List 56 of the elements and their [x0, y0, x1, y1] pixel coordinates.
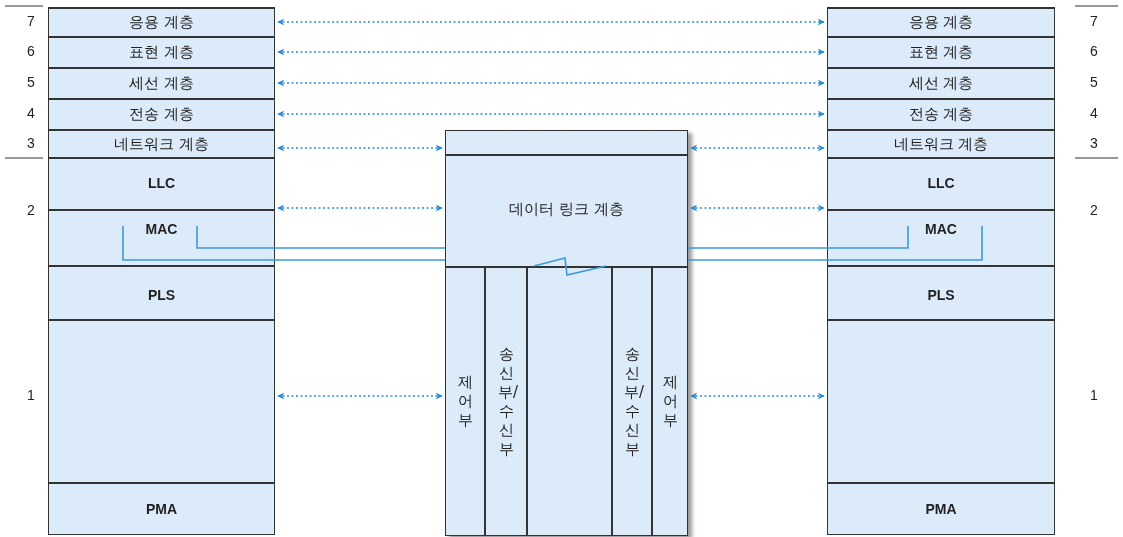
double-arrow: [277, 48, 825, 56]
layer-number: 7: [27, 13, 35, 29]
layer-cell: 표현 계층: [48, 37, 275, 68]
empty-cell: [827, 320, 1055, 483]
layer-cell: PMA: [827, 483, 1055, 535]
double-arrow: [277, 144, 443, 152]
double-arrow: [277, 392, 443, 400]
layer-cell: 데이터 링크 계층: [445, 155, 688, 267]
empty-cell: [48, 320, 275, 483]
connection-line: [196, 225, 446, 249]
layer-number: 1: [1090, 387, 1098, 403]
layer-number: 4: [27, 105, 35, 121]
layer-cell: 응용 계층: [827, 7, 1055, 37]
layer-number: 6: [1090, 43, 1098, 59]
layer-cell: PMA: [48, 483, 275, 535]
layer-number: 6: [27, 43, 35, 59]
layer-number: 7: [1090, 13, 1098, 29]
layer-cell: MAC: [48, 210, 275, 266]
double-arrow: [690, 392, 825, 400]
double-arrow: [277, 204, 443, 212]
layer-cell: 표현 계층: [827, 37, 1055, 68]
connection-line: [122, 225, 446, 261]
device-box: [445, 130, 688, 536]
layer-number: 2: [1090, 202, 1098, 218]
layer-cell: MAC: [827, 210, 1055, 266]
layer-number: 2: [27, 202, 35, 218]
layer-cell: LLC: [48, 158, 275, 210]
empty-cell: [527, 267, 612, 536]
layer-cell: 세선 계층: [48, 68, 275, 99]
double-arrow: [277, 18, 825, 26]
empty-cell: [445, 130, 688, 155]
layer-number: 5: [1090, 74, 1098, 90]
layer-number: 5: [27, 74, 35, 90]
layer-cell: 전송 계층: [48, 99, 275, 130]
layer-number: 1: [27, 387, 35, 403]
sublayer-column: 송신부/수신부: [612, 267, 652, 536]
sublayer-column: 제어부: [445, 267, 485, 536]
double-arrow: [690, 144, 825, 152]
layer-number: 3: [27, 135, 35, 151]
sublayer-column: 송신부/수신부: [485, 267, 527, 536]
layer-cell: 응용 계층: [48, 7, 275, 37]
sublayer-column: 제어부: [652, 267, 688, 536]
layer-cell: 전송 계층: [827, 99, 1055, 130]
layer-cell: PLS: [827, 266, 1055, 320]
layer-cell: 세선 계층: [827, 68, 1055, 99]
double-arrow: [277, 110, 825, 118]
layer-cell: LLC: [827, 158, 1055, 210]
connection-line: [687, 225, 909, 249]
layer-cell: 네트워크 계층: [48, 130, 275, 158]
layer-number: 3: [1090, 135, 1098, 151]
layer-cell: PLS: [48, 266, 275, 320]
double-arrow: [690, 204, 825, 212]
layer-cell: 네트워크 계층: [827, 130, 1055, 158]
double-arrow: [277, 79, 825, 87]
connection-line: [687, 225, 983, 261]
layer-number: 4: [1090, 105, 1098, 121]
